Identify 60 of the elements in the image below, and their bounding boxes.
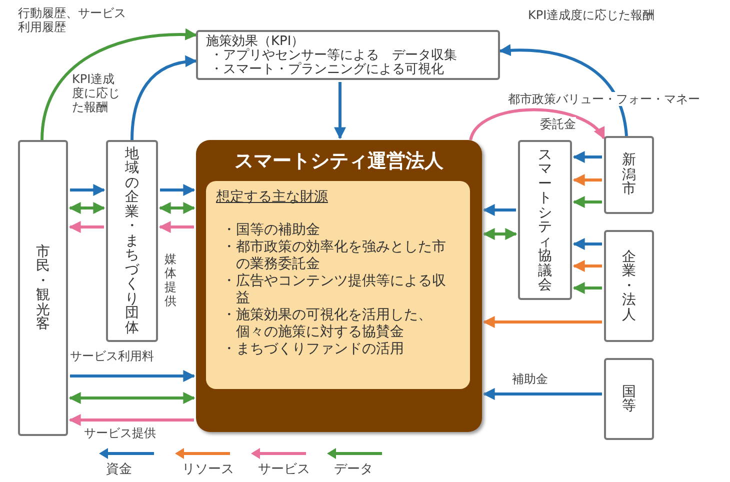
panel-title: スマートシティ運営法人: [234, 149, 444, 174]
arrow: [158, 221, 194, 233]
panel-heading: 想定する主な財源: [216, 189, 328, 206]
edge-label: サービス提供: [84, 426, 156, 440]
edge-label: KPI達成度に応じた報酬: [528, 8, 655, 22]
funding-panel: [206, 181, 470, 389]
arrow: [572, 151, 602, 163]
entity-box: [604, 136, 654, 214]
box-label: 地域の企業・まちづくり団体: [124, 146, 140, 336]
side-label: 媒体提供: [164, 252, 177, 308]
bullet-item: ・まちづくりファンドの活用: [222, 341, 405, 358]
arrow: [130, 56, 198, 140]
arrow: [68, 202, 106, 214]
legend-label: リソース: [182, 463, 234, 477]
arrow: [572, 282, 602, 294]
arrow: [68, 392, 196, 404]
arrow: [572, 238, 602, 250]
arrow: [334, 82, 346, 140]
arrow: [70, 370, 196, 382]
box-label: 企業・法人: [622, 250, 636, 322]
arrow: [160, 184, 196, 196]
arrow: [482, 228, 518, 240]
arrow: [40, 28, 198, 140]
arrow: [572, 260, 602, 272]
arrow: [70, 184, 106, 196]
arrow: [68, 221, 104, 233]
edge-label: 補助金: [512, 372, 548, 386]
entity-box: [604, 230, 654, 342]
edge-label: 委託金: [540, 117, 576, 131]
legend-label: 資金: [106, 463, 132, 477]
arrow: [572, 174, 602, 186]
box-heading: 施策効果（KPI）: [206, 35, 306, 49]
entity-box: [518, 140, 572, 300]
bullet-item: ・広告やコンテンツ提供等による収益: [222, 273, 447, 307]
arrow: [498, 44, 628, 136]
legend-label: サービス: [258, 463, 310, 477]
edge-label: サービス利用料: [70, 349, 154, 363]
kpi-box: [196, 30, 500, 80]
box-label: 市民・観光客: [36, 244, 50, 332]
bullet-item: ・都市政策の効率化を強みとした市の業務委託金: [222, 239, 447, 273]
box-label: 国等: [622, 384, 636, 414]
entity-box: [604, 358, 654, 440]
entity-box: [106, 140, 158, 342]
arrow: [572, 196, 602, 208]
arrow: [469, 108, 606, 141]
note-label: 都市政策バリュー・フォー・マネー: [508, 92, 700, 106]
arrow: [482, 204, 516, 216]
bullet-item: ・アプリやセンサー等による データ収集: [210, 49, 458, 63]
bullet-item: ・施策効果の可視化を活用した、個々の施策に対する協賛金: [222, 307, 433, 341]
box-label: 新潟市: [622, 153, 636, 197]
arrow: [158, 202, 196, 214]
bullet-item: ・スマート・プランニングによる可視化: [210, 63, 445, 77]
arrow: [68, 414, 194, 426]
entity-box: [18, 140, 68, 436]
arrow: [482, 316, 602, 328]
box-label: スマートシティ協議会: [538, 148, 552, 292]
legend-label: データ: [334, 463, 373, 477]
arrow: [482, 388, 602, 400]
bullet-item: ・国等の補助金: [222, 222, 321, 239]
organization-panel: [196, 140, 482, 432]
